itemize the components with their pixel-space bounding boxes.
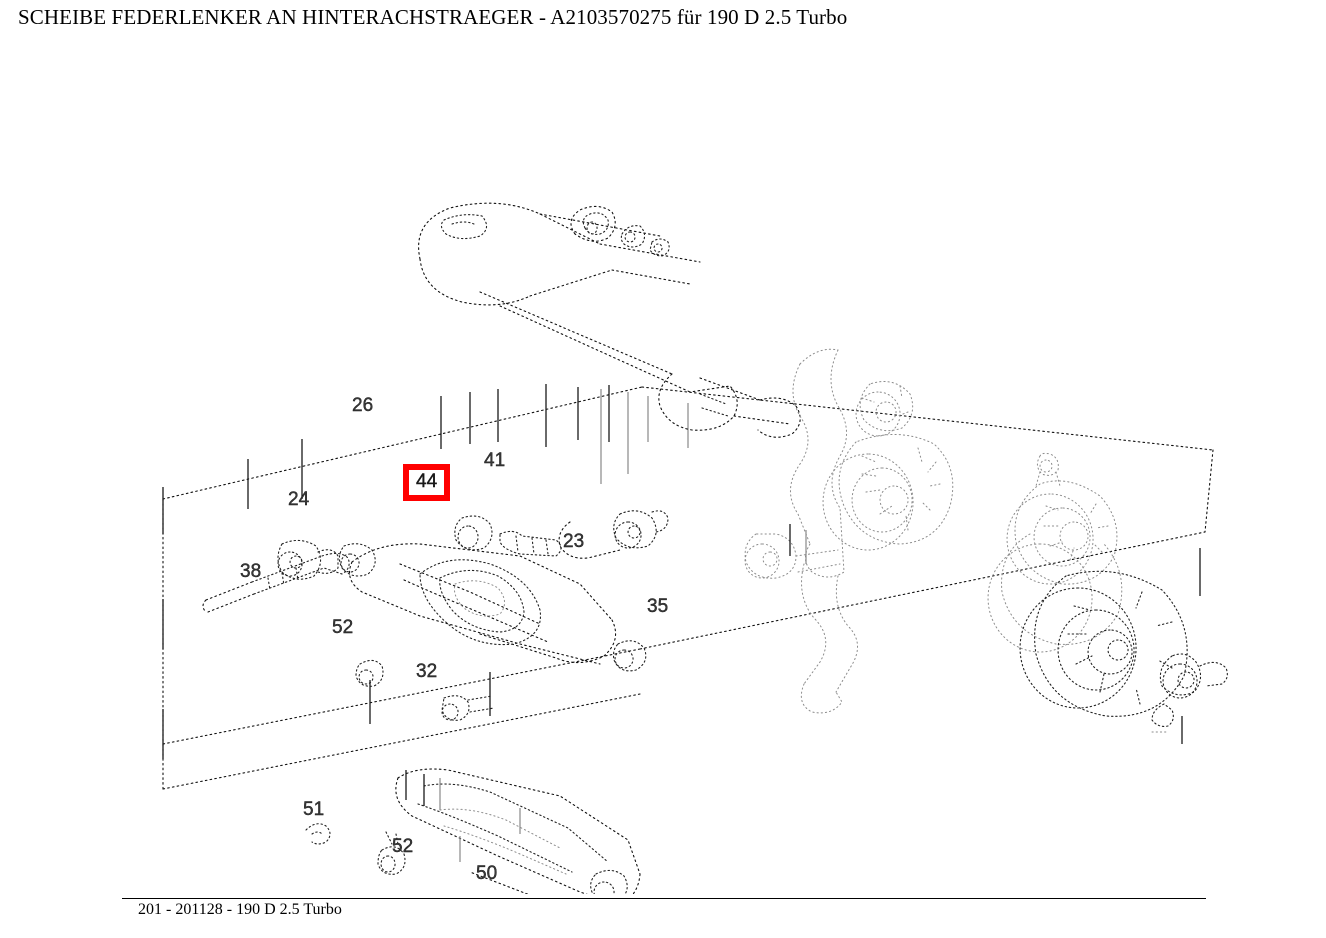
frame-lines — [162, 386, 1214, 790]
trailing-arm-upper — [418, 202, 801, 438]
lower-control-arm — [305, 768, 641, 894]
footer-divider — [122, 898, 1206, 899]
callout-41[interactable]: 41 — [484, 450, 506, 471]
callout-38[interactable]: 38 — [240, 561, 262, 582]
spring-control-arm — [202, 510, 669, 672]
callout-26[interactable]: 26 — [352, 395, 374, 416]
leader-ticks-left — [162, 439, 303, 759]
callout-44-highlighted[interactable]: 44 — [403, 464, 451, 501]
parts-diagram: .ln { fill:none; stroke:#111; stroke-wid… — [0, 44, 1326, 894]
callout-23[interactable]: 23 — [563, 531, 585, 552]
callout-32[interactable]: 32 — [416, 661, 438, 682]
hub-carrier-assembly — [744, 348, 1061, 714]
footer-caption: 201 - 201128 - 190 D 2.5 Turbo — [138, 901, 342, 918]
diagram-canvas: .ln { fill:none; stroke:#111; stroke-wid… — [162, 202, 1228, 894]
leader-ticks-top — [369, 384, 689, 724]
brake-disc-assembly — [987, 480, 1228, 744]
small-fasteners — [355, 659, 495, 721]
callout-35[interactable]: 35 — [647, 596, 669, 617]
callout-24[interactable]: 24 — [288, 489, 310, 510]
callout-50[interactable]: 50 — [476, 863, 498, 884]
page-title: SCHEIBE FEDERLENKER AN HINTERACHSTRAEGER… — [18, 5, 848, 29]
callout-52-lower[interactable]: 52 — [392, 836, 414, 857]
callout-51[interactable]: 51 — [303, 799, 325, 820]
callout-52-upper[interactable]: 52 — [332, 617, 354, 638]
